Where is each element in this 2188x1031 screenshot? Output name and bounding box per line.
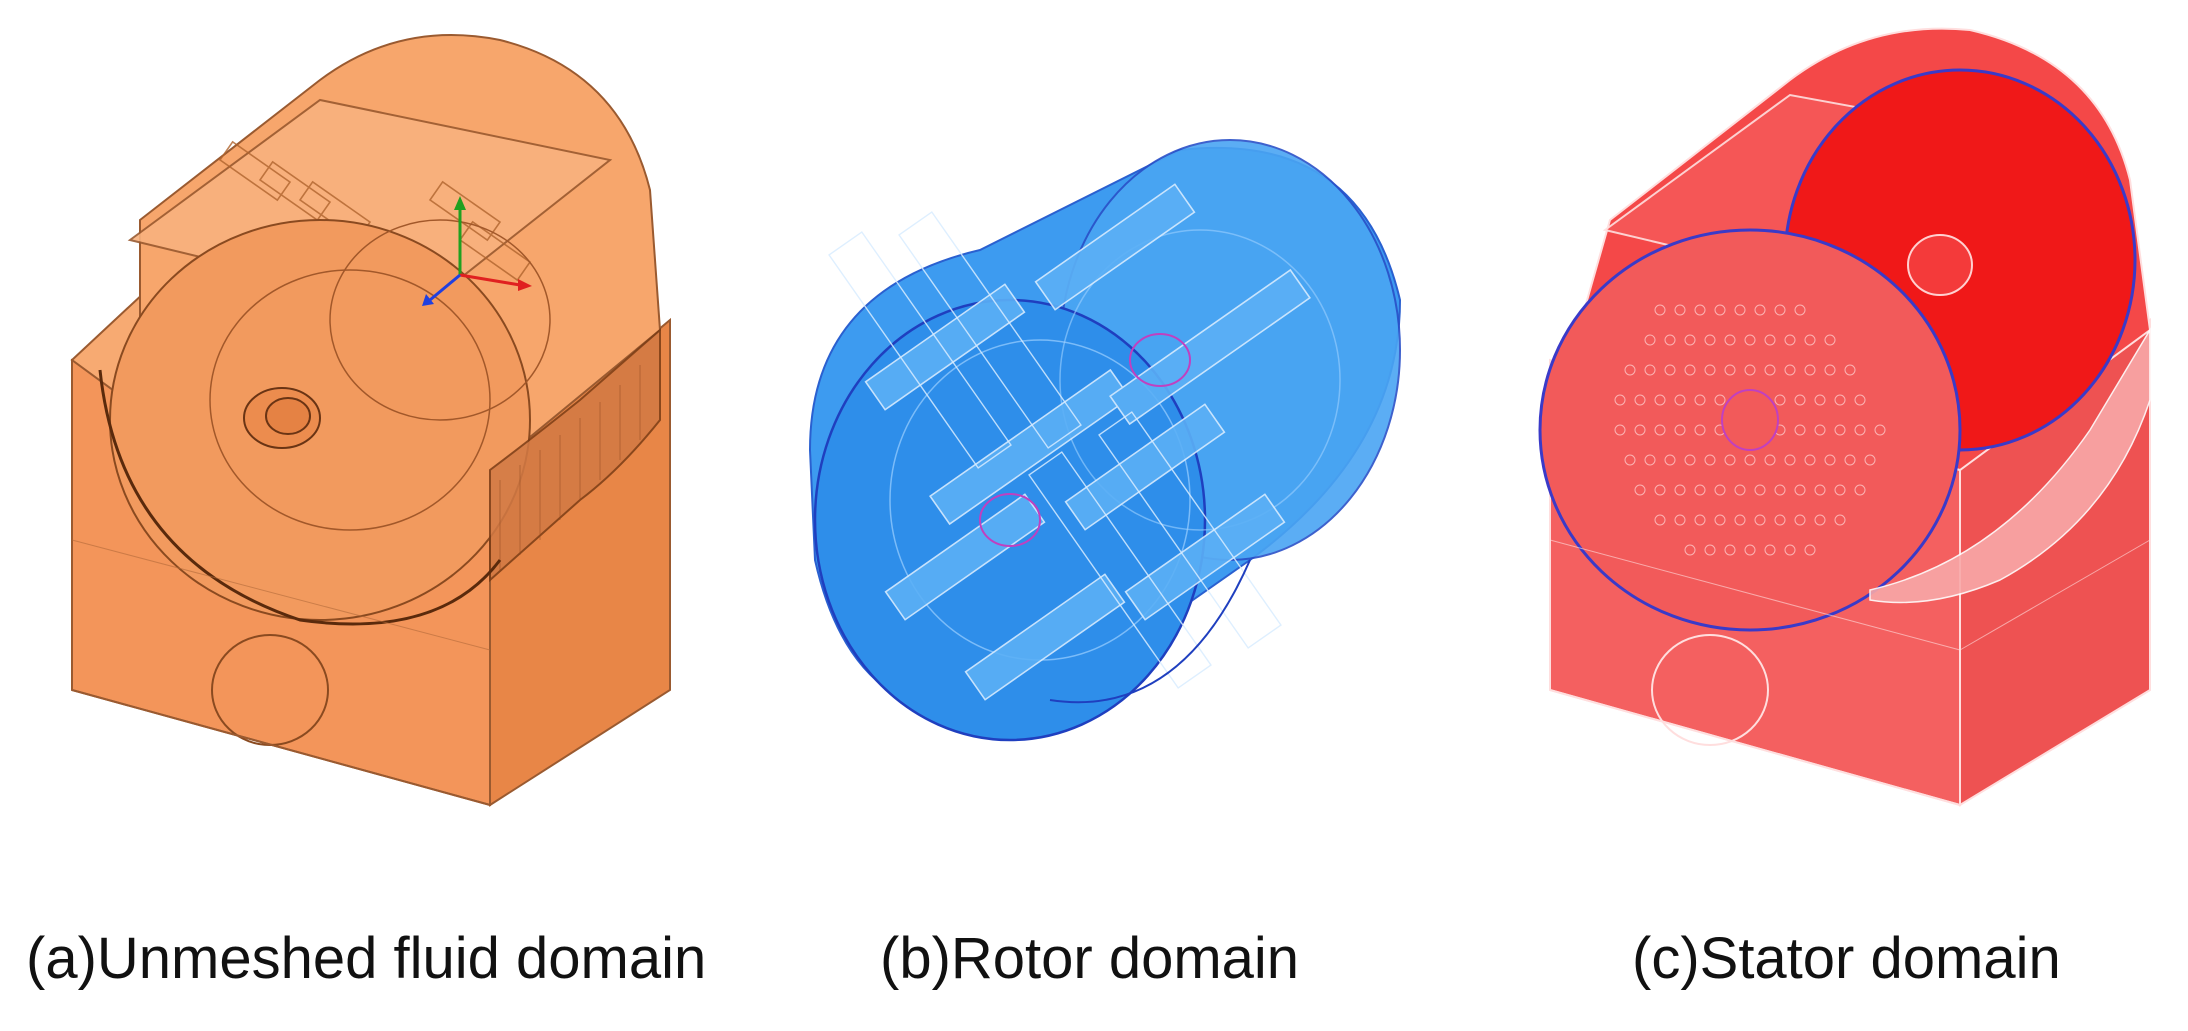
- blade: [258, 160, 332, 222]
- rotor-strap: [1028, 451, 1212, 689]
- rotor-blade: [1124, 493, 1286, 621]
- caption-rotor-domain: (b)Rotor domain: [880, 926, 1300, 991]
- stator-perforated-strip: [1869, 327, 2151, 604]
- rotor-strap: [828, 231, 1012, 469]
- caption-stator-domain: (c)Stator domain: [1632, 926, 2061, 991]
- blade: [458, 220, 532, 282]
- drum-inner-ring: [209, 269, 491, 531]
- rotor-hub-circle: [979, 493, 1041, 547]
- rotor-blade: [929, 368, 1131, 526]
- stator-bottom-port: [1651, 634, 1769, 746]
- z-axis-arrow: [429, 273, 461, 302]
- caption-unmeshed-fluid-domain: (a)Unmeshed fluid domain: [26, 926, 707, 991]
- x-axis-arrow: [459, 273, 521, 287]
- unmeshed-fluid-domain-panel: [60, 0, 700, 830]
- stator-domain-figure: [1538, 27, 2152, 807]
- unmeshed-fluid-domain-figure: [70, 34, 671, 807]
- rotor-blade: [964, 573, 1126, 701]
- rotor-domain-panel: [800, 0, 1420, 830]
- rotor-hub-circle: [1129, 333, 1191, 387]
- rotor-strap: [898, 211, 1082, 449]
- stator-domain-panel: [1530, 0, 2180, 830]
- rotor-blade: [1034, 183, 1196, 311]
- rotor-blade: [864, 283, 1026, 411]
- stator-perforations: [1614, 304, 1886, 556]
- drum-bottom-curve: [98, 369, 502, 626]
- axes-triad: [422, 196, 532, 306]
- mesh-strip: [489, 327, 661, 583]
- shaft-hole-inner: [265, 397, 311, 435]
- stator-back-hole: [1907, 234, 1973, 296]
- rotor-blade: [884, 493, 1046, 621]
- stator-front-hole: [1721, 389, 1779, 451]
- rotor-domain-figure: [808, 139, 1402, 742]
- blade: [218, 140, 292, 202]
- drum-hub-ring: [329, 219, 551, 421]
- rotor-strap: [1098, 411, 1282, 649]
- rotor-blade: [1064, 403, 1226, 531]
- rotor-inner-ring-back: [1059, 229, 1341, 531]
